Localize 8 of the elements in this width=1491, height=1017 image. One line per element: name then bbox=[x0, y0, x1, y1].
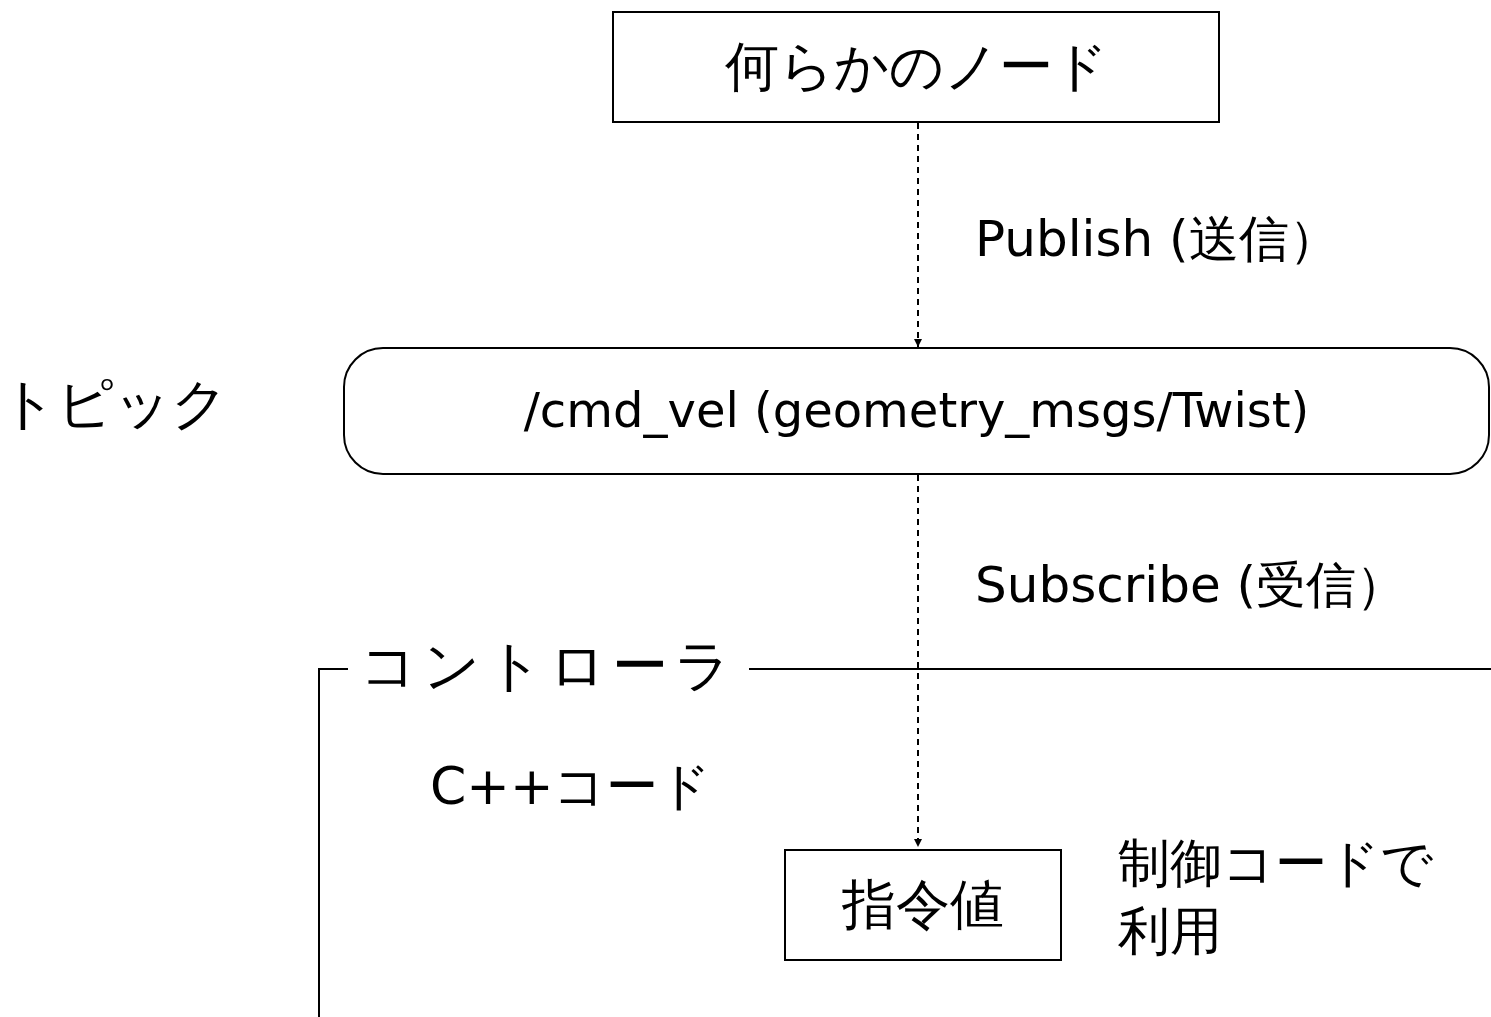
node-caption: 制御コードで利用 bbox=[1118, 832, 1434, 963]
group-subtitle: C++コード bbox=[430, 755, 712, 818]
topic-box: /cmd_vel (geometry_msgs/Twist) bbox=[343, 347, 1490, 475]
dashed-arrow bbox=[914, 122, 922, 348]
node-box: 何らかのノード bbox=[612, 11, 1220, 123]
dashed-arrow bbox=[914, 474, 922, 848]
node-caption: トピック bbox=[0, 370, 229, 438]
node-box: 指令値 bbox=[784, 849, 1062, 961]
